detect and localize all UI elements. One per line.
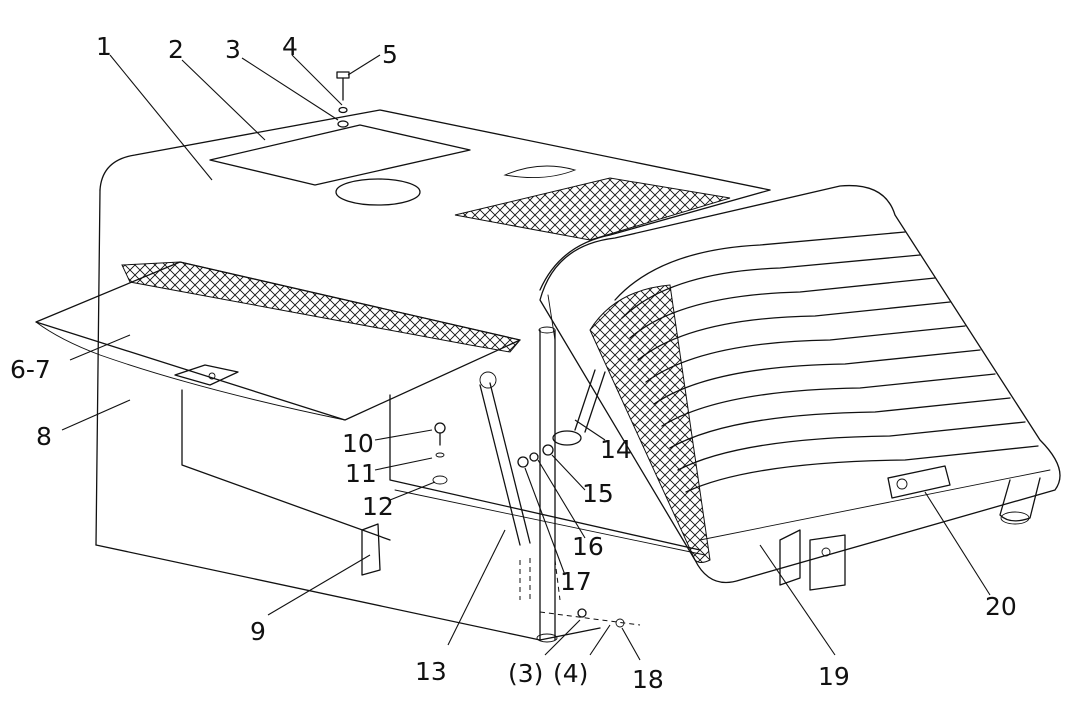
callout-20: 20 — [985, 592, 1017, 621]
callout-labels: 1 2 3 4 5 6-7 8 9 10 11 12 13 (3) (4) 14… — [10, 32, 1017, 694]
callout-19: 19 — [818, 662, 850, 691]
leader-lines — [61, 54, 991, 661]
support-post — [536, 326, 558, 643]
callout-16: 16 — [572, 532, 604, 561]
callout-3: 3 — [225, 35, 241, 64]
rear-ribbed-section — [539, 184, 1061, 591]
callout-8: 8 — [36, 422, 52, 451]
callout-10: 10 — [342, 429, 374, 458]
callout-5: 5 — [382, 40, 398, 69]
callout-18: 18 — [632, 665, 664, 694]
side-door-open — [35, 261, 521, 421]
top-mesh-grille — [454, 177, 731, 241]
callout-1: 1 — [96, 32, 112, 61]
callout-p3: (3) — [508, 659, 543, 688]
top-bolt — [336, 71, 350, 128]
fasteners — [432, 422, 641, 628]
callout-14: 14 — [600, 435, 632, 464]
callout-15: 15 — [582, 479, 614, 508]
callout-13: 13 — [415, 657, 447, 686]
callout-6-7: 6-7 — [10, 355, 51, 384]
callout-p4: (4) — [553, 659, 588, 688]
callout-4: 4 — [282, 32, 298, 61]
callout-12: 12 — [362, 492, 394, 521]
callout-17: 17 — [560, 567, 592, 596]
side-opening — [181, 389, 706, 576]
callout-11: 11 — [345, 459, 377, 488]
callout-2: 2 — [168, 35, 184, 64]
gas-strut — [479, 371, 531, 546]
top-cover-plate — [209, 124, 471, 186]
hinge-arm — [552, 369, 606, 446]
callout-9: 9 — [250, 617, 266, 646]
